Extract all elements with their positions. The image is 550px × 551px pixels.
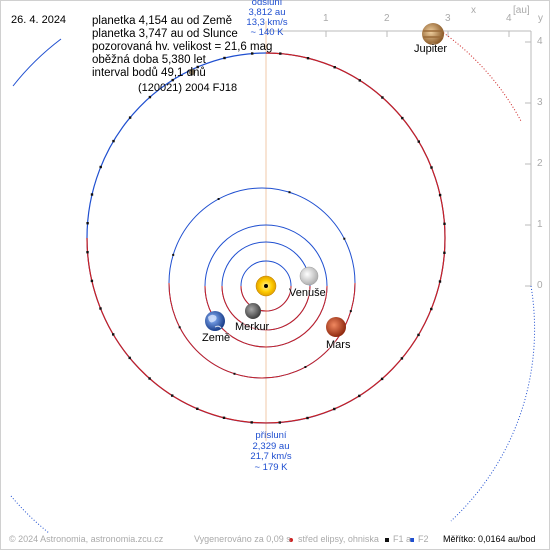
legend-f2-marker bbox=[410, 538, 414, 542]
y-tick-4: 4 bbox=[537, 36, 543, 47]
legend-f1-marker bbox=[385, 538, 389, 542]
orbit-point bbox=[112, 139, 115, 143]
orbit-point bbox=[128, 356, 131, 360]
sun-icon bbox=[255, 275, 277, 297]
jupiter-label: Jupiter bbox=[414, 43, 448, 55]
earth-icon bbox=[205, 311, 225, 331]
y-tick-2: 2 bbox=[537, 158, 543, 169]
date-label: 26. 4. 2024 bbox=[11, 14, 67, 26]
orbit-point bbox=[438, 280, 442, 283]
orbit-point bbox=[417, 333, 420, 337]
orbit-point bbox=[400, 357, 404, 360]
info-period: oběžná doba 5,380 let bbox=[92, 54, 206, 66]
orbit-point bbox=[171, 78, 174, 82]
jupiter-orbit-upper bbox=[440, 30, 522, 122]
orbit-point bbox=[288, 191, 291, 194]
orbit-point bbox=[86, 251, 89, 254]
x-tick-3: 3 bbox=[445, 13, 451, 24]
orbit-point bbox=[443, 222, 446, 225]
orbit-point bbox=[430, 307, 433, 311]
axis-unit-label: [au] bbox=[513, 5, 530, 16]
earth-label: Země bbox=[202, 332, 231, 344]
y-tick-3: 3 bbox=[537, 97, 543, 108]
jupiter-orbit-left bbox=[12, 38, 62, 87]
mercury-icon bbox=[245, 303, 261, 319]
orbit-point bbox=[358, 394, 361, 398]
info-magnitude: pozorovaná hv. velikost = 21,6 mag bbox=[92, 41, 273, 53]
orbit-point bbox=[99, 307, 102, 310]
orbit-point bbox=[196, 65, 199, 69]
orbit-point bbox=[148, 377, 151, 380]
orbit-point bbox=[380, 377, 384, 381]
orbit-point bbox=[333, 66, 336, 69]
footer-generated: Vygenerováno za 0,09 s bbox=[194, 534, 291, 544]
orbit-point bbox=[250, 421, 253, 424]
orbit-point bbox=[443, 251, 446, 254]
orbit-point bbox=[349, 310, 352, 313]
orbit-point bbox=[171, 394, 174, 397]
orbit-point bbox=[86, 222, 89, 225]
orbit-point bbox=[358, 79, 361, 82]
footer-copyright: © 2024 Astronomia, astronomia.zcu.cz bbox=[9, 534, 164, 544]
orbit-point bbox=[306, 57, 310, 60]
orbit-point bbox=[306, 416, 309, 420]
jupiter-orbit-lower bbox=[450, 285, 536, 522]
orbit-point bbox=[112, 333, 115, 336]
orbit-point bbox=[148, 95, 152, 99]
x-tick-1: 1 bbox=[323, 13, 329, 24]
orbit-point bbox=[222, 416, 226, 419]
footer-legend-center: střed elipsy, ohniska bbox=[298, 534, 379, 544]
asteroid-icon bbox=[188, 68, 196, 76]
footer-legend-f1: F1 a bbox=[393, 534, 412, 544]
mars-icon bbox=[326, 317, 346, 337]
orbit-point bbox=[430, 166, 433, 169]
orbit-point bbox=[128, 116, 132, 119]
orbit-point bbox=[278, 421, 281, 424]
orbit-point bbox=[417, 140, 420, 143]
orbit-point bbox=[90, 193, 94, 196]
orbit-point bbox=[251, 52, 254, 55]
orbit-point bbox=[304, 366, 307, 368]
axes bbox=[265, 30, 532, 287]
orbit-point bbox=[333, 407, 336, 411]
orbit-point bbox=[343, 237, 346, 240]
y-tick-0: 0 bbox=[537, 280, 543, 291]
info-point-interval: interval bodů 49,1 dnů bbox=[92, 67, 206, 79]
orbit-point bbox=[217, 198, 220, 200]
orbit-point bbox=[438, 193, 442, 197]
footer-legend-f2: F2 bbox=[418, 534, 429, 544]
y-tick-1: 1 bbox=[537, 219, 543, 230]
orbit-point bbox=[178, 326, 181, 329]
x-axis-label: x bbox=[471, 5, 476, 16]
x-tick-2: 2 bbox=[384, 13, 390, 24]
x-tick-4: 4 bbox=[506, 13, 512, 24]
y-axis-label: y bbox=[538, 13, 543, 24]
orbit-point bbox=[90, 279, 94, 283]
orbit-point bbox=[196, 407, 199, 410]
footer-scale: Měřítko: 0,0164 au/bod bbox=[443, 534, 536, 544]
jupiter-icon bbox=[422, 23, 444, 45]
asteroid-name: (120021) 2004 FJ18 bbox=[138, 82, 238, 94]
orbit-point-markers bbox=[86, 52, 446, 424]
legend-center-dot bbox=[289, 538, 293, 542]
orbit-point bbox=[223, 56, 226, 60]
info-earth-distance: planetka 4,154 au od Země bbox=[92, 15, 233, 27]
orbit-point bbox=[381, 96, 384, 99]
orbit-point bbox=[99, 165, 102, 169]
venus-label: Venuše bbox=[289, 287, 326, 299]
venus-icon bbox=[299, 266, 319, 286]
perihelion-label: přísluní 2,329 au 21,7 km/s ~ 179 K bbox=[250, 430, 292, 473]
orbit-point bbox=[279, 52, 282, 55]
orbit-point bbox=[233, 372, 236, 375]
info-block: planetka 4,154 au od Země planetka 3,747… bbox=[92, 15, 272, 80]
mars-label: Mars bbox=[326, 339, 351, 351]
orbit-point bbox=[172, 253, 175, 256]
mercury-label: Merkur bbox=[235, 321, 270, 333]
orbit-point bbox=[401, 116, 404, 120]
info-sun-distance: planetka 3,747 au od Slunce bbox=[92, 28, 238, 40]
aphelion-label: odsluní 3,812 au 13,3 km/s ~ 140 K bbox=[246, 0, 288, 38]
